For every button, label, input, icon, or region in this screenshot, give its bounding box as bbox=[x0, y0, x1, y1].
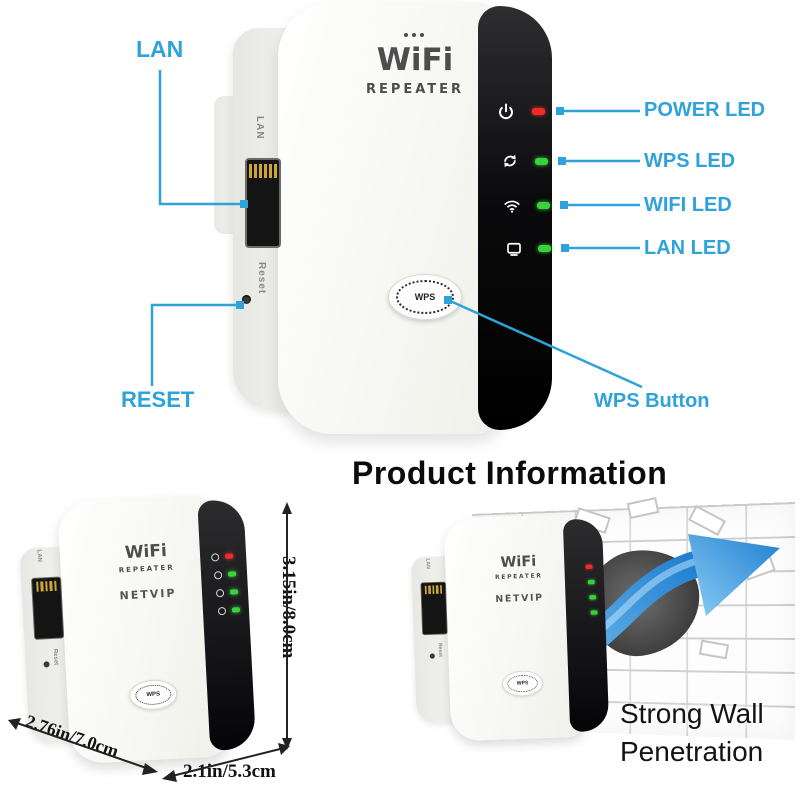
dimension-width: 2.1in/5.3cm bbox=[183, 761, 276, 782]
wifi-signal-dots-icon bbox=[404, 33, 424, 37]
device-logo: WiFi bbox=[500, 552, 537, 572]
power-led-light bbox=[532, 108, 545, 115]
device-wall-view: LAN Reset WiFi REPEATER NETVIP WPS bbox=[408, 513, 630, 748]
lan-port-label: LAN bbox=[424, 558, 431, 570]
lan-port bbox=[420, 581, 448, 636]
device-logo-sub: REPEATER bbox=[365, 82, 465, 97]
power-led-light bbox=[585, 564, 593, 570]
device-led-stripe bbox=[478, 6, 552, 430]
callout-reset: RESET bbox=[121, 387, 195, 412]
wps-button-label: WPS bbox=[506, 674, 539, 693]
callout-wps-button: WPS Button bbox=[594, 390, 710, 412]
wifi-led-light bbox=[229, 589, 239, 595]
lan-icon bbox=[505, 240, 523, 258]
section-title: Product Information bbox=[352, 455, 668, 491]
callout-wifi-led: WIFI LED bbox=[644, 194, 732, 216]
feature-caption-line1: Strong Wall bbox=[620, 698, 764, 729]
wps-led-light bbox=[587, 579, 595, 585]
wifi-led-light bbox=[589, 595, 597, 600]
wps-refresh-icon bbox=[501, 152, 519, 170]
device-logo: WiFi bbox=[376, 42, 454, 78]
callout-lan: LAN bbox=[136, 36, 184, 62]
lan-led-light bbox=[538, 245, 551, 252]
wifi-icon bbox=[503, 197, 521, 215]
device-led-stripe bbox=[562, 518, 610, 733]
wps-button: WPS bbox=[388, 274, 462, 320]
wps-button-label: WPS bbox=[134, 683, 172, 706]
lan-led-light bbox=[231, 607, 241, 613]
reset-hole-label: Reset bbox=[256, 262, 267, 295]
wps-led-light bbox=[227, 571, 237, 577]
callout-lan-led: LAN LED bbox=[644, 237, 731, 259]
lan-port bbox=[31, 576, 65, 640]
wps-led-light bbox=[535, 158, 548, 165]
callout-power-led: POWER LED bbox=[644, 99, 766, 121]
lan-port-label: LAN bbox=[35, 549, 43, 563]
lan-led-light bbox=[590, 610, 598, 615]
callout-wps-led: WPS LED bbox=[644, 150, 736, 172]
reset-hole-label: Reset bbox=[51, 648, 59, 666]
lan-port bbox=[245, 158, 281, 248]
dimension-height: 3.15in/8.0cm bbox=[278, 556, 299, 659]
wifi-led-light bbox=[537, 202, 550, 209]
feature-caption-line2: Penetration bbox=[620, 736, 764, 767]
reset-hole-label: Reset bbox=[436, 642, 443, 658]
power-led-light bbox=[225, 553, 234, 559]
wps-button-label: WPS bbox=[396, 280, 454, 314]
reset-hole bbox=[242, 295, 251, 304]
power-icon bbox=[497, 103, 515, 121]
lan-port-label: LAN bbox=[254, 116, 265, 140]
